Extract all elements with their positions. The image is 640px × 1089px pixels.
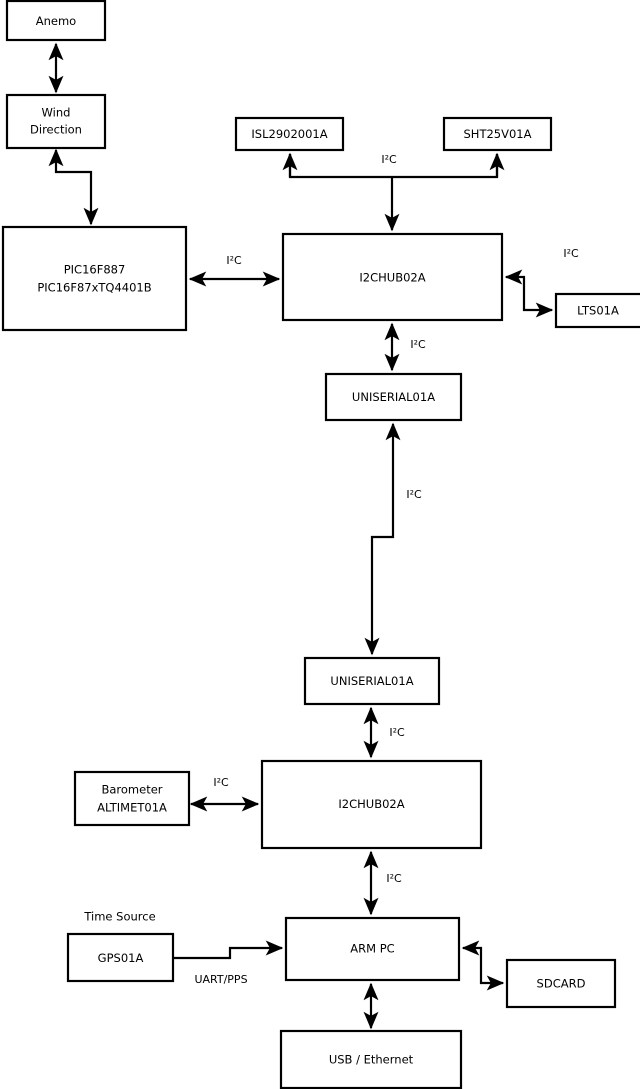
node-barometer-label-line1: Barometer — [101, 783, 162, 797]
node-uniserial-top-label: UNISERIAL01A — [352, 390, 435, 404]
edge-label-gps-arm: UART/PPS — [194, 973, 247, 986]
node-anemo-box[interactable] — [5, 0, 107, 42]
node-barometer-box[interactable] — [73, 770, 191, 827]
node-sdcard-box[interactable] — [505, 958, 617, 1009]
node-hub-bottom[interactable]: I2CHUB02A — [260, 759, 483, 850]
node-barometer[interactable]: Barometer ALTIMET01A — [73, 770, 191, 827]
node-gps[interactable]: GPS01A — [66, 932, 175, 983]
node-wind-direction-label-line1: Wind — [42, 106, 71, 120]
node-isl-box[interactable] — [234, 116, 345, 152]
node-lts-box[interactable] — [554, 292, 640, 329]
node-usb-ethernet-label: USB / Ethernet — [329, 1053, 414, 1067]
node-sht[interactable]: SHT25V01A — [442, 116, 553, 152]
node-sht-label: SHT25V01A — [464, 127, 532, 141]
node-isl-label: ISL2902001A — [251, 127, 327, 141]
node-pic-box[interactable] — [1, 225, 188, 332]
node-hub-bottom-box[interactable] — [260, 759, 483, 850]
edge-uniserial-long — [364, 422, 401, 656]
node-anemo-label: Anemo — [36, 14, 76, 28]
node-hub-top-box[interactable] — [281, 232, 504, 322]
node-barometer-label-line2: ALTIMET01A — [97, 801, 167, 815]
node-hub-top[interactable]: I2CHUB02A — [281, 232, 504, 322]
node-pic[interactable]: PIC16F887 PIC16F87xTQ4401B — [1, 225, 188, 332]
node-pic-label-line2: PIC16F87xTQ4401B — [37, 281, 151, 295]
node-isl[interactable]: ISL2902001A — [234, 116, 345, 152]
node-uniserial-bottom[interactable]: UNISERIAL01A — [303, 656, 441, 706]
node-arm-pc[interactable]: ARM PC — [284, 916, 461, 982]
node-wind-direction-box[interactable] — [5, 93, 107, 150]
node-lts[interactable]: LTS01A — [554, 292, 640, 329]
node-arm-pc-label: ARM PC — [350, 942, 394, 956]
node-usb-ethernet-box[interactable] — [279, 1029, 463, 1089]
edge-arm-sdcard — [461, 940, 505, 991]
node-anemo[interactable]: Anemo — [5, 0, 107, 42]
edge-label-baro-hub: I²C — [213, 776, 229, 789]
node-wind-direction-label-line2: Direction — [30, 123, 82, 137]
node-gps-label: GPS01A — [98, 951, 144, 965]
edge-hub-lts — [504, 269, 554, 318]
edge-label-hub-uniserial: I²C — [410, 338, 426, 351]
edge-hub-bus-sht — [392, 154, 499, 179]
edge-label-uniserial-hub-bot: I²C — [389, 726, 405, 739]
node-gps-box[interactable] — [66, 932, 175, 983]
edge-label-hub-lts: I²C — [563, 247, 579, 260]
node-uniserial-top-box[interactable] — [324, 372, 463, 422]
node-usb-ethernet[interactable]: USB / Ethernet — [279, 1029, 463, 1089]
node-hub-top-label: I2CHUB02A — [359, 271, 425, 285]
node-sdcard-label: SDCARD — [537, 977, 586, 991]
edge-label-pic-hub: I²C — [226, 254, 242, 267]
node-sdcard[interactable]: SDCARD — [505, 958, 617, 1009]
node-uniserial-bottom-box[interactable] — [303, 656, 441, 706]
node-wind-direction[interactable]: Wind Direction — [5, 93, 107, 150]
edge-hub-bus-isl — [288, 154, 392, 179]
node-uniserial-bottom-label: UNISERIAL01A — [330, 674, 413, 688]
node-arm-pc-box[interactable] — [284, 916, 461, 982]
node-hub-bottom-label: I2CHUB02A — [338, 797, 404, 811]
node-pic-label-line1: PIC16F887 — [64, 263, 126, 277]
node-lts-label: LTS01A — [577, 304, 619, 318]
label-time-source: Time Source — [83, 910, 155, 924]
node-uniserial-top[interactable]: UNISERIAL01A — [324, 372, 463, 422]
edge-label-bus-top: I²C — [381, 153, 397, 166]
edge-gps-arm — [173, 940, 284, 960]
edge-label-hub-arm: I²C — [386, 872, 402, 885]
edge-label-uniserial-long: I²C — [406, 488, 422, 501]
node-sht-box[interactable] — [442, 116, 553, 152]
edge-wind-pic — [48, 148, 99, 226]
